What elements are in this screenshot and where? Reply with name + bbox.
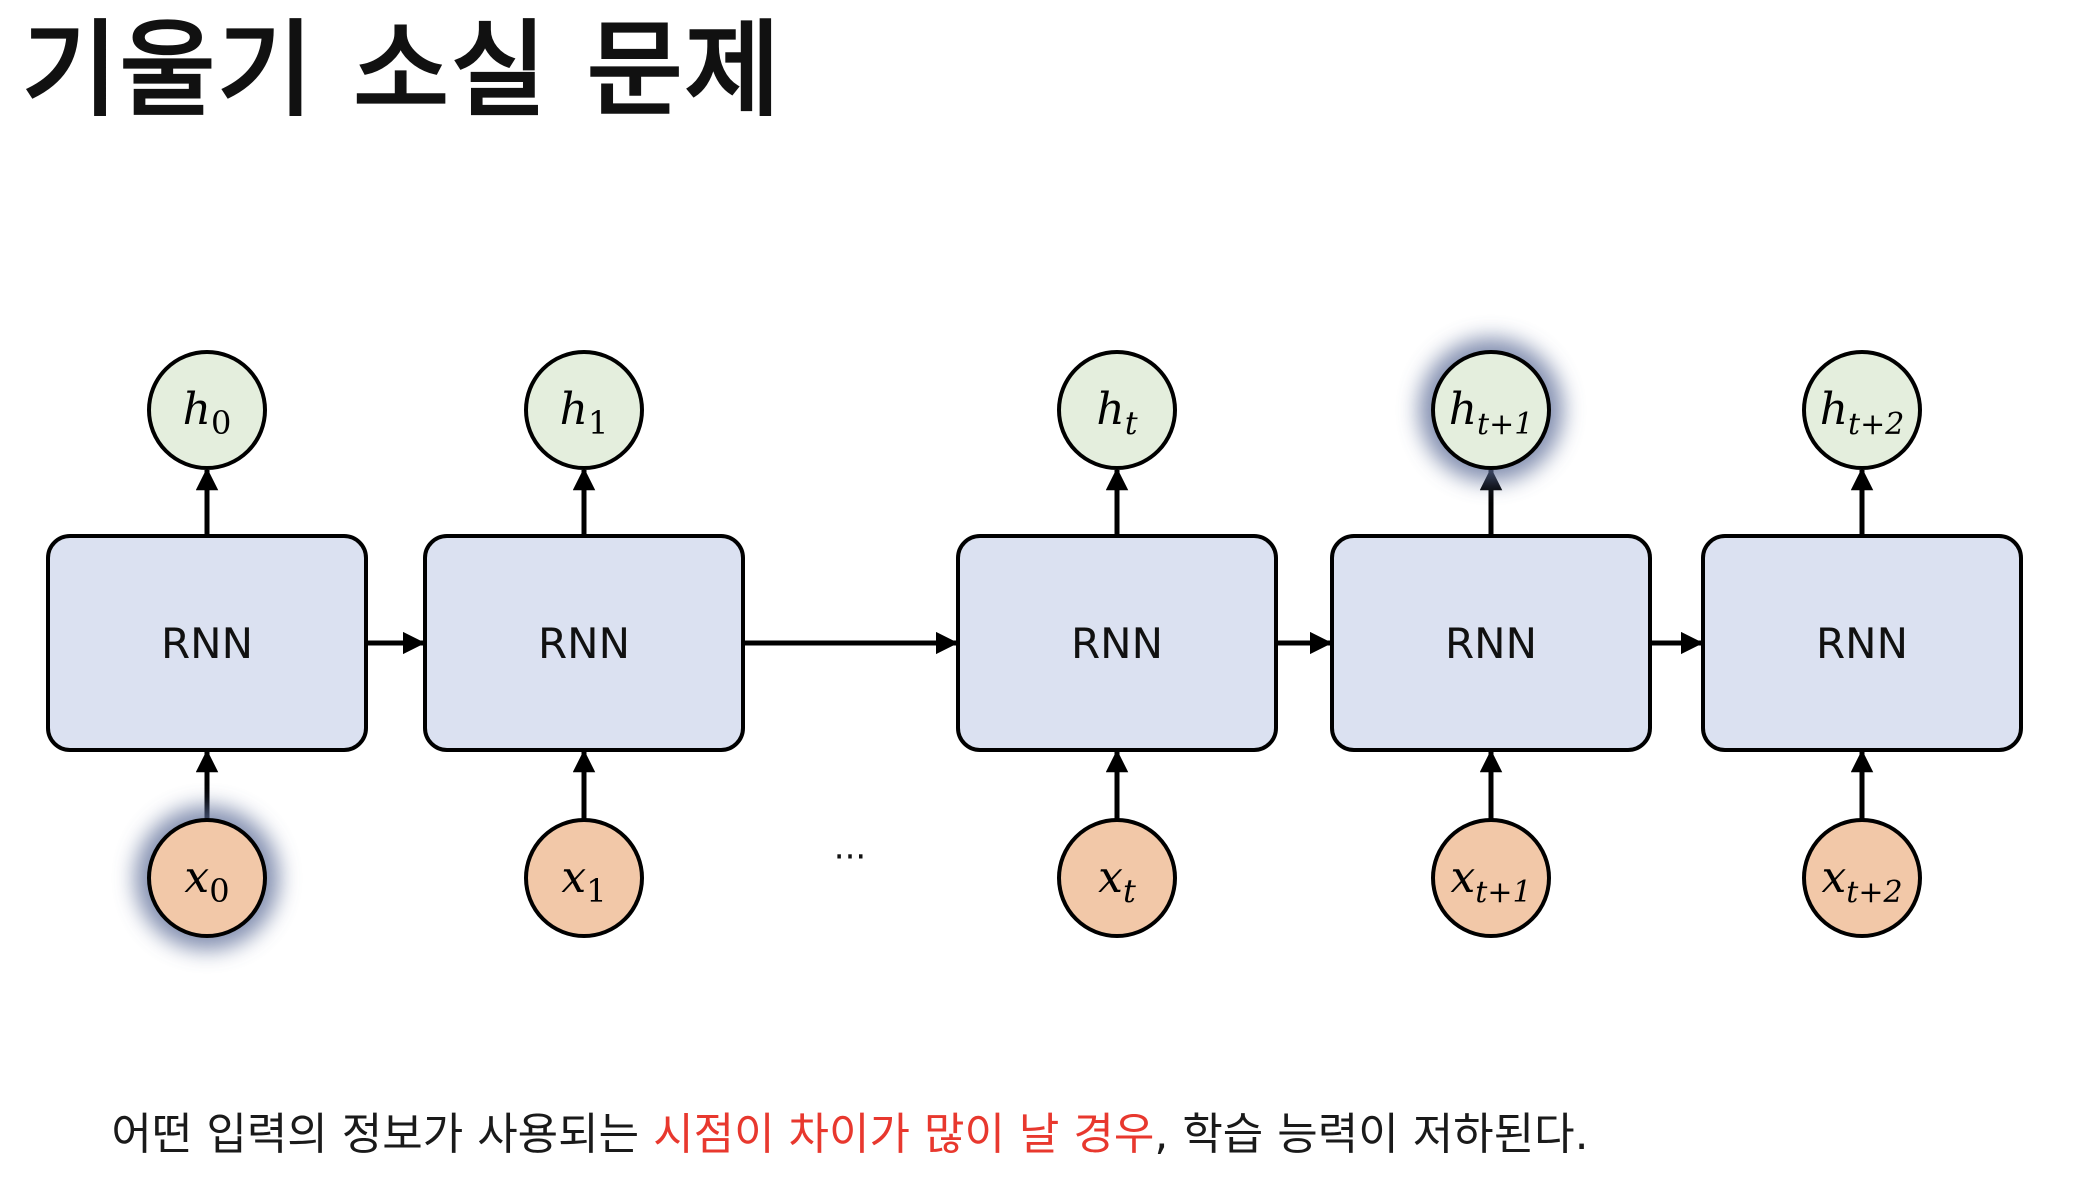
input-node-circle (147, 818, 267, 938)
input-node-label: xt+1 (1450, 852, 1531, 910)
input-node-label: xt+2 (1821, 852, 1902, 910)
caption-tail: , 학습 능력이 저하된다. (1154, 1109, 1589, 1160)
input-node-circle (1802, 818, 1922, 938)
rnn-cell-label: RNN (1071, 619, 1163, 668)
hidden-state-node-label: ht (1096, 384, 1137, 442)
hidden-state-node: ht+1 (1419, 338, 1563, 482)
hidden-state-node-circle (524, 350, 644, 470)
input-node: xt+2 (1802, 818, 1922, 938)
ellipsis: ··· (834, 837, 866, 877)
rnn-cell-label: RNN (1816, 619, 1908, 668)
hidden-state-node: h0 (147, 350, 267, 470)
rnn-cell (1701, 534, 2023, 752)
hidden-state-node-label: ht+1 (1449, 384, 1534, 442)
rnn-cell-label: RNN (161, 619, 253, 668)
caption: 어떤 입력의 정보가 사용되는 시점이 차이가 많이 날 경우, 학습 능력이 … (0, 1098, 1700, 1162)
input-node: xt+1 (1431, 818, 1551, 938)
input-node-label: xt (1098, 852, 1136, 910)
rnn-cell (423, 534, 745, 752)
input-node-label: x1 (561, 852, 606, 910)
rnn-cell (46, 534, 368, 752)
hidden-state-node: ht (1057, 350, 1177, 470)
rnn-cell (1330, 534, 1652, 752)
hidden-state-node: h1 (524, 350, 644, 470)
caption-text: 어떤 입력의 정보가 사용되는 (111, 1109, 654, 1160)
input-node-circle (1057, 818, 1177, 938)
hidden-state-node-circle (1431, 350, 1551, 470)
hidden-state-node: ht+2 (1802, 350, 1922, 470)
input-node: x0 (135, 806, 279, 950)
input-node: x1 (524, 818, 644, 938)
input-node-circle (1431, 818, 1551, 938)
hidden-state-node-circle (1802, 350, 1922, 470)
hidden-state-node-label: h0 (183, 384, 232, 442)
page-title: 기울기 소실 문제 (22, 9, 783, 131)
input-node-label: x0 (184, 852, 229, 910)
rnn-cell-label: RNN (1445, 619, 1537, 668)
hidden-state-node-circle (1057, 350, 1177, 470)
input-node-circle (524, 818, 644, 938)
rnn-cell-label: RNN (538, 619, 630, 668)
input-node: xt (1057, 818, 1177, 938)
hidden-state-node-label: h1 (560, 384, 609, 442)
hidden-state-node-circle (147, 350, 267, 470)
caption-highlight: 시점이 차이가 많이 날 경우 (653, 1109, 1155, 1160)
rnn-cell (956, 534, 1278, 752)
hidden-state-node-label: ht+2 (1820, 384, 1905, 442)
